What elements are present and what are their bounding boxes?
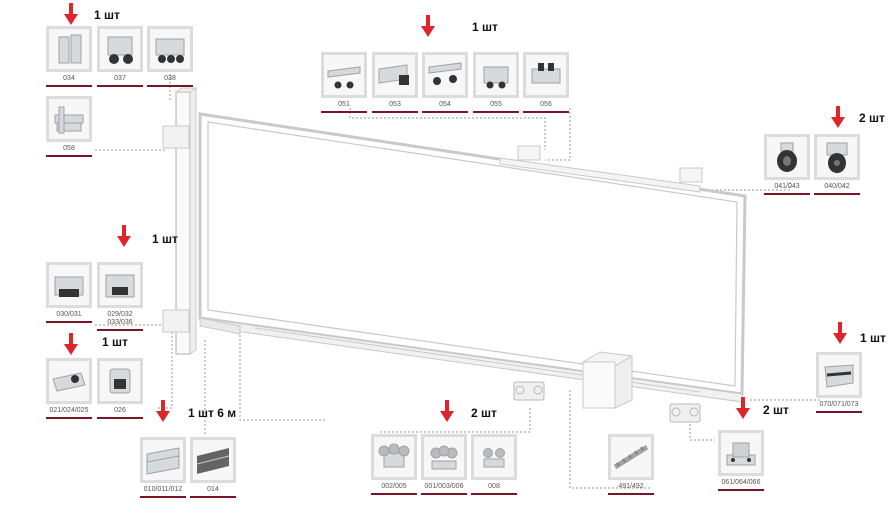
part-code-056: 056 <box>540 101 552 108</box>
part-code-001: 001/003/006 <box>424 483 464 490</box>
part-underline <box>473 111 519 113</box>
part-tile-021 <box>46 358 92 404</box>
down-arrow-icon <box>64 333 78 355</box>
gate-leaf <box>198 112 747 403</box>
part-underline <box>97 329 143 331</box>
part-tile-040 <box>814 134 860 180</box>
part-tile-030 <box>46 262 92 308</box>
part-code-040: 040/042 <box>824 183 850 190</box>
leader-lines <box>95 34 820 489</box>
part-code-021: 021/024/025 <box>49 407 89 414</box>
part-tile-041 <box>764 134 810 180</box>
qty-034: 1 шт <box>94 8 120 22</box>
part-code-053: 053 <box>389 101 401 108</box>
part-underline <box>147 85 193 87</box>
part-underline <box>523 111 569 113</box>
qty-040: 2 шт <box>859 111 885 125</box>
part-tile-056 <box>523 52 569 98</box>
part-code-014: 014 <box>207 486 219 493</box>
down-arrow-icon <box>831 106 845 128</box>
part-underline <box>190 496 236 498</box>
part-underline <box>422 111 468 113</box>
part-underline <box>471 493 517 495</box>
qty-061: 2 шт <box>763 403 789 417</box>
part-code-002: 002/005 <box>381 483 407 490</box>
part-underline <box>97 85 143 87</box>
part-tile-051 <box>321 52 367 98</box>
part-tile-054 <box>422 52 468 98</box>
down-arrow-icon <box>117 225 131 247</box>
part-code-037: 037 <box>114 75 126 82</box>
part-tile-037 <box>97 26 143 72</box>
part-code-026: 026 <box>114 407 126 414</box>
part-tile-058 <box>46 96 92 142</box>
qty-054: 1 шт <box>472 20 498 34</box>
down-arrow-icon <box>156 400 170 422</box>
qty-010: 1 шт 6 м <box>188 406 237 420</box>
part-tile-008 <box>471 434 517 480</box>
part-code-070: 070/071/073 <box>819 401 859 408</box>
part-tile-029 <box>97 262 143 308</box>
beam-rollers <box>513 381 701 423</box>
part-code-041: 041/043 <box>774 183 800 190</box>
part-underline <box>816 411 862 413</box>
part-code-029: 029/032 033/036 <box>107 311 133 326</box>
part-code-055: 055 <box>490 101 502 108</box>
part-code-030: 030/031 <box>56 311 82 318</box>
part-underline <box>46 155 92 157</box>
down-arrow-icon <box>440 400 454 422</box>
part-tile-034 <box>46 26 92 72</box>
part-tile-014 <box>190 437 236 483</box>
part-underline <box>371 493 417 495</box>
part-tile-491 <box>608 434 654 480</box>
part-underline <box>140 496 186 498</box>
qty-070: 1 шт <box>860 331 886 345</box>
part-tile-002 <box>371 434 417 480</box>
part-code-010: 010/011/012 <box>143 486 183 493</box>
qty-001: 2 шт <box>471 406 497 420</box>
part-underline <box>97 417 143 419</box>
gate-post <box>162 87 198 355</box>
part-underline <box>814 193 860 195</box>
part-underline <box>46 321 92 323</box>
down-arrow-icon <box>64 3 78 25</box>
part-underline <box>46 417 92 419</box>
part-underline <box>718 489 764 491</box>
part-underline <box>421 493 467 495</box>
part-tile-038 <box>147 26 193 72</box>
part-code-051: 051 <box>338 101 350 108</box>
part-tile-010 <box>140 437 186 483</box>
part-underline <box>764 193 810 195</box>
part-underline <box>321 111 367 113</box>
part-code-054: 054 <box>439 101 451 108</box>
part-underline <box>608 493 654 495</box>
part-code-008: 008 <box>488 483 500 490</box>
part-code-034: 034 <box>63 75 75 82</box>
part-code-058: 058 <box>63 145 75 152</box>
part-underline <box>46 85 92 87</box>
part-code-061: 061/064/066 <box>721 479 761 486</box>
down-arrow-icon <box>736 397 750 419</box>
qty-021: 1 шт <box>102 335 128 349</box>
down-arrow-icon <box>421 15 435 37</box>
part-underline <box>372 111 418 113</box>
part-tile-070 <box>816 352 862 398</box>
part-code-038: 038 <box>164 75 176 82</box>
motor-box <box>581 351 634 409</box>
part-code-491: 491/492 <box>618 483 644 490</box>
part-tile-055 <box>473 52 519 98</box>
part-tile-053 <box>372 52 418 98</box>
down-arrow-icon <box>833 322 847 344</box>
part-tile-001 <box>421 434 467 480</box>
part-tile-026 <box>97 358 143 404</box>
part-tile-061 <box>718 430 764 476</box>
qty-029: 1 шт <box>152 232 178 246</box>
